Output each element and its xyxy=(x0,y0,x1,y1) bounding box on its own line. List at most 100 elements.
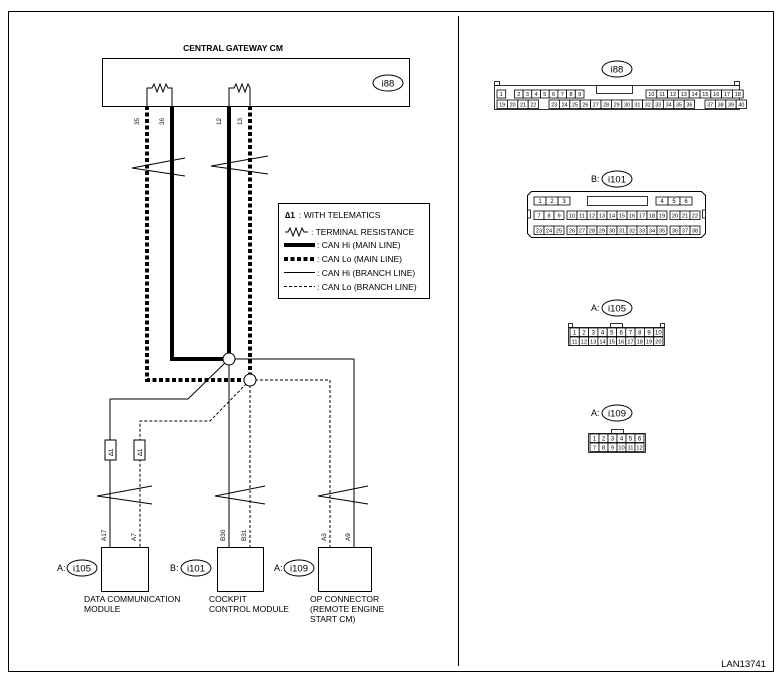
i101-pin-20: 20 xyxy=(669,210,681,220)
svg-text:35: 35 xyxy=(659,229,665,235)
svg-text:i109: i109 xyxy=(290,564,308,575)
legend: ∆1 : WITH TELEMATICS : TERMINAL RESISTAN… xyxy=(278,203,430,299)
i88-pin-36: 36 xyxy=(683,99,696,109)
i109-pin-7: 7 xyxy=(589,442,600,452)
svg-text:1: 1 xyxy=(538,199,542,205)
svg-text:A:: A: xyxy=(274,563,283,573)
i88-pin-29: 29 xyxy=(611,99,623,109)
legend-item-resistance: : TERMINAL RESISTANCE xyxy=(311,227,415,237)
svg-text:18: 18 xyxy=(637,340,643,346)
i105-pin-15: 15 xyxy=(606,336,617,346)
i105-pin-8: 8 xyxy=(634,327,645,337)
i88-pin-11: 11 xyxy=(656,89,668,99)
svg-text:9: 9 xyxy=(611,446,614,452)
svg-text:8: 8 xyxy=(569,92,572,98)
i101-pin-28: 28 xyxy=(586,225,598,235)
svg-text:8: 8 xyxy=(602,446,605,452)
svg-text:15: 15 xyxy=(609,340,615,346)
i101-pin-8: 8 xyxy=(543,210,555,220)
connector-tag-i101: i101 xyxy=(608,175,626,186)
svg-text:27: 27 xyxy=(593,103,599,109)
i105-pin-14: 14 xyxy=(597,336,608,346)
svg-text:29: 29 xyxy=(614,103,620,109)
connector-tag-i105: i105 xyxy=(608,304,626,315)
svg-text:19: 19 xyxy=(659,214,665,220)
i105-pin-3: 3 xyxy=(588,327,599,337)
i101-pin-23: 23 xyxy=(533,225,545,235)
connector-prefix-i101: B: xyxy=(591,174,600,184)
twist-mark-upper-right xyxy=(210,155,269,175)
i109-pin-12: 12 xyxy=(634,442,645,452)
i101-pin-3: 3 xyxy=(557,196,571,206)
svg-text:32: 32 xyxy=(645,103,651,109)
svg-text:5: 5 xyxy=(672,199,676,205)
i88-pin-24: 24 xyxy=(559,99,571,109)
svg-text:33: 33 xyxy=(655,103,661,109)
svg-text:13: 13 xyxy=(681,92,687,98)
i101-pin-9: 9 xyxy=(553,210,565,220)
svg-text:33: 33 xyxy=(639,229,645,235)
svg-text:13: 13 xyxy=(599,214,605,220)
i109-pin-2: 2 xyxy=(598,433,609,443)
svg-text:5: 5 xyxy=(543,92,546,98)
svg-text:27: 27 xyxy=(579,229,585,235)
i109-pin-6: 6 xyxy=(634,433,645,443)
i88-pin-4: 4 xyxy=(531,89,541,99)
svg-text:35: 35 xyxy=(676,103,682,109)
i101-pin-7: 7 xyxy=(533,210,545,220)
i105-pin-12: 12 xyxy=(578,336,589,346)
svg-text:36: 36 xyxy=(686,103,692,109)
svg-text:CONTROL MODULE: CONTROL MODULE xyxy=(209,604,289,614)
svg-text:17: 17 xyxy=(724,92,730,98)
svg-text:21: 21 xyxy=(520,103,526,109)
svg-text:15: 15 xyxy=(702,92,708,98)
i109-pin-4: 4 xyxy=(616,433,627,443)
module-tag-i109: A: i109 xyxy=(274,559,315,577)
svg-text:10: 10 xyxy=(655,331,662,337)
i88-pin-7: 7 xyxy=(557,89,568,99)
i88-pin-26: 26 xyxy=(579,99,592,109)
i101-pin-1: 1 xyxy=(533,196,547,206)
connector-tag-i88: i88 xyxy=(611,65,624,76)
svg-text:13: 13 xyxy=(590,340,596,346)
svg-text:1: 1 xyxy=(500,92,503,98)
i88-pin-37: 37 xyxy=(704,99,716,109)
svg-text:7: 7 xyxy=(593,446,596,452)
pin-label-b31: B31 xyxy=(241,529,248,541)
svg-text:3: 3 xyxy=(611,437,615,443)
legend-resistance-symbol xyxy=(285,226,308,238)
legend-item-telematics: : WITH TELEMATICS xyxy=(299,210,381,220)
i101-pin-29: 29 xyxy=(596,225,608,235)
i101-pin-2: 2 xyxy=(545,196,559,206)
svg-text:11: 11 xyxy=(627,446,633,452)
junction-can-hi xyxy=(222,352,236,366)
i101-pin-18: 18 xyxy=(646,210,658,220)
i101-pin-11: 11 xyxy=(576,210,588,220)
i105-pin-1: 1 xyxy=(569,327,580,337)
i101-pin-22: 22 xyxy=(689,210,701,220)
gateway-title: CENTRAL GATEWAY CM xyxy=(183,43,283,53)
svg-text:21: 21 xyxy=(682,214,688,220)
svg-text:9: 9 xyxy=(647,331,651,337)
svg-text:4: 4 xyxy=(620,437,624,443)
i88-pin-8: 8 xyxy=(566,89,576,99)
svg-text:23: 23 xyxy=(551,103,557,109)
i101-pin-24: 24 xyxy=(543,225,555,235)
pin-label-13: 13 xyxy=(237,117,244,125)
i109-pin-8: 8 xyxy=(598,442,609,452)
svg-text:1: 1 xyxy=(593,437,597,443)
i105-pin-13: 13 xyxy=(588,336,599,346)
svg-text:26: 26 xyxy=(569,229,575,235)
pin-label-12: 12 xyxy=(216,117,223,125)
i101-pin-21: 21 xyxy=(679,210,691,220)
svg-text:∆1: ∆1 xyxy=(137,448,144,456)
svg-text:19: 19 xyxy=(646,340,652,346)
i88-pin-35: 35 xyxy=(673,99,685,109)
svg-text:16: 16 xyxy=(629,214,635,220)
can-hi-branch-lines xyxy=(109,358,355,547)
can-lo-branch-lines xyxy=(139,379,331,547)
svg-text:37: 37 xyxy=(707,103,713,109)
i109-pin-10: 10 xyxy=(616,442,627,452)
